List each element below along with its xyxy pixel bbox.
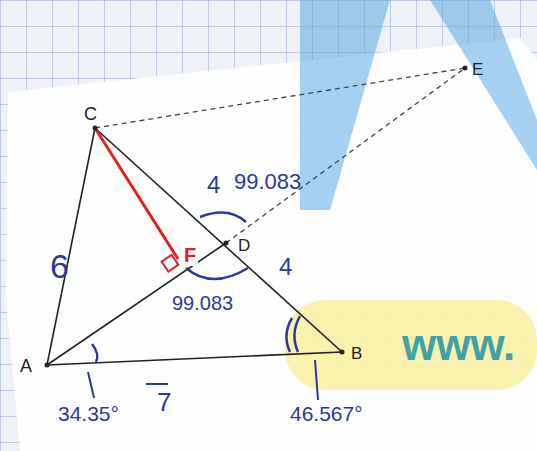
angle-arc	[286, 318, 292, 352]
watermark-band	[285, 300, 537, 390]
altitude-cf	[95, 128, 178, 259]
side-length: 4	[277, 254, 294, 280]
watermark-shape	[430, 0, 537, 170]
angle-value: 46.567°	[288, 402, 365, 425]
side-cb	[95, 128, 342, 352]
point-label: B	[349, 344, 364, 363]
point	[463, 66, 468, 71]
point-label: C	[82, 104, 99, 124]
angle-value: 99.083	[170, 292, 235, 314]
point-label: A	[18, 356, 34, 376]
point	[93, 126, 98, 131]
side-length: 6	[48, 248, 71, 284]
angle-value: 34.35°	[56, 402, 121, 425]
point	[340, 350, 345, 355]
point	[224, 241, 229, 246]
extension-de	[226, 68, 465, 243]
leader-line	[88, 372, 94, 398]
side-ab	[47, 352, 342, 365]
side-length: 4	[205, 172, 222, 198]
point-label: E	[470, 60, 485, 79]
point-label: F	[182, 244, 198, 266]
side-ac	[47, 128, 95, 365]
angle-arc	[186, 268, 248, 279]
angle-value: 99.083	[232, 170, 303, 194]
angle-arc	[200, 213, 246, 222]
right-angle-mark	[162, 255, 179, 272]
angle-arc	[294, 316, 300, 352]
point-label: D	[236, 236, 252, 255]
pen-stroke	[146, 383, 168, 385]
point	[45, 363, 50, 368]
side-length: 7	[155, 388, 173, 416]
paper-sheet	[6, 38, 537, 451]
segment-ce	[95, 68, 465, 128]
angle-arc	[92, 344, 97, 362]
watermark-text: www.	[400, 322, 517, 368]
leader-line	[315, 360, 318, 400]
